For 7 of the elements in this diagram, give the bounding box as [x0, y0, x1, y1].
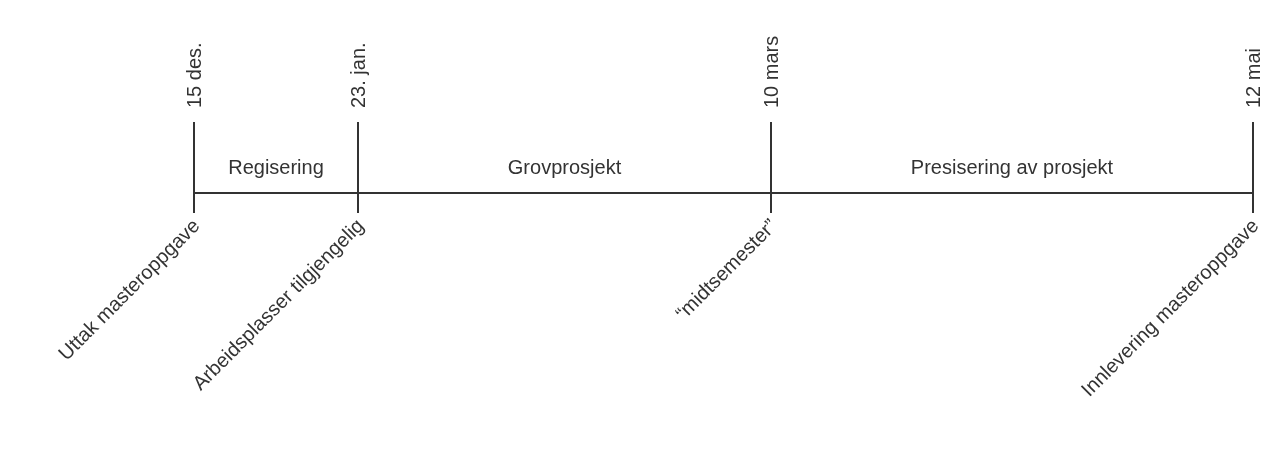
date-label: 23. jan.: [347, 42, 369, 108]
phase-label: Presisering av prosjekt: [910, 156, 1114, 178]
date-label: 12 mai: [1242, 47, 1264, 108]
phase-label: Regisering: [228, 156, 324, 178]
date-label: 10 mars: [760, 35, 782, 108]
date-label: 15 des.: [183, 42, 205, 108]
phase-label: Grovprosjekt: [507, 156, 622, 178]
